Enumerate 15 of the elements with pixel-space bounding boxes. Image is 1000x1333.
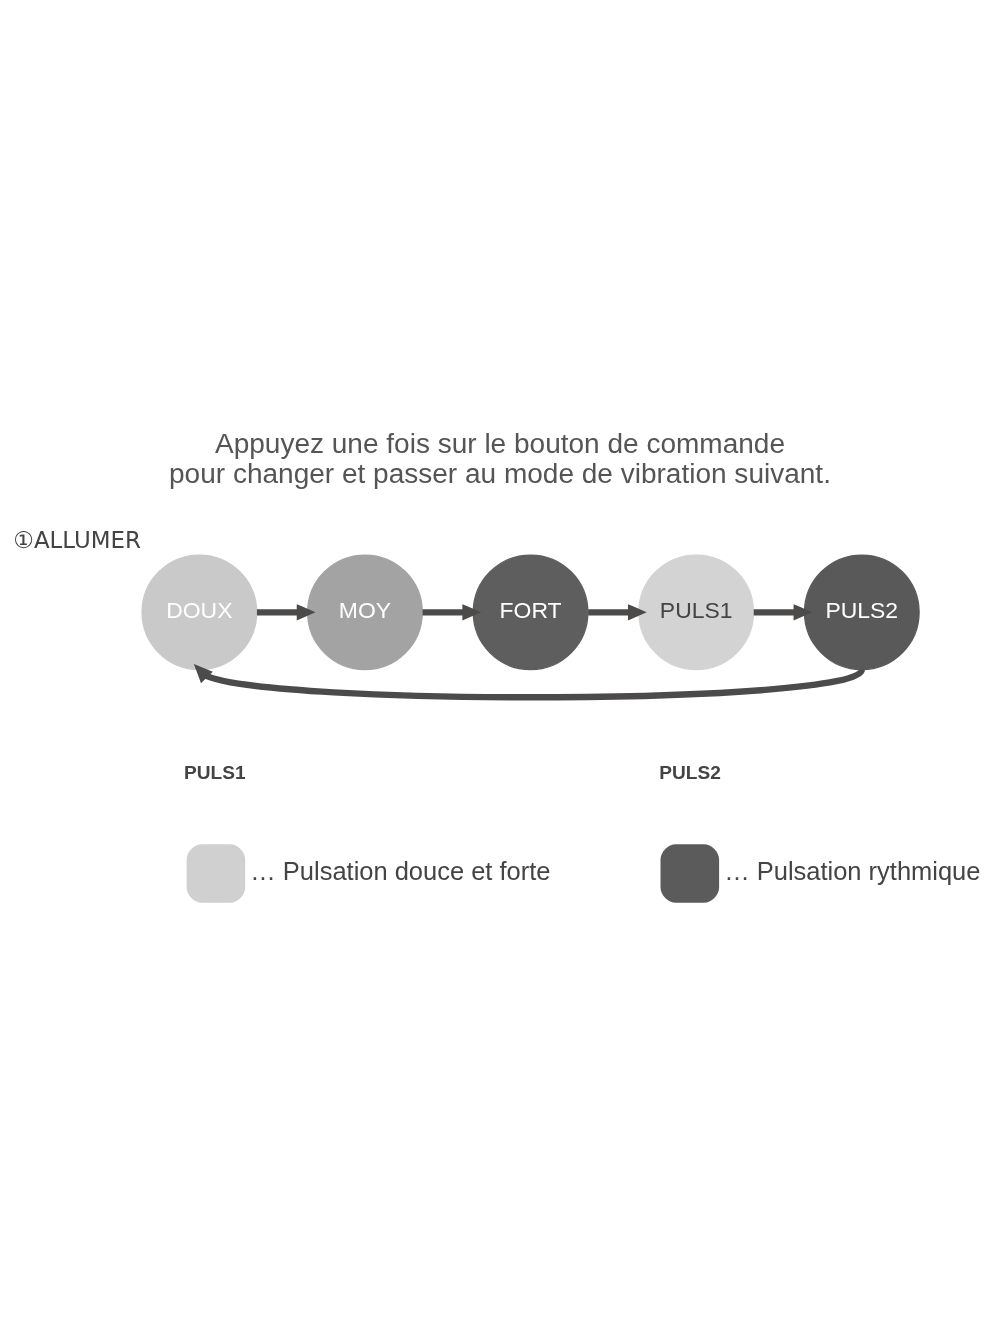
arrow [193, 663, 864, 701]
arrow [753, 604, 813, 621]
node-circle: PULS1 [638, 554, 755, 671]
arrow [422, 604, 482, 621]
node-circle: PULS2 [803, 554, 920, 671]
label: PULS2 [659, 761, 721, 783]
arrow [256, 604, 316, 621]
legend-label: … Pulsation rythmique [724, 856, 981, 885]
legend-label: … Pulsation douce et forte [250, 856, 551, 885]
node-circle: MOY [307, 554, 423, 671]
diagram-title: Appuyez une fois sur le bouton de commande pour changer et passer au mode de vibration suivant. [169, 427, 831, 490]
label: PULS1 [184, 761, 246, 783]
node-circle: FORT [472, 554, 589, 671]
node-label: ①ALLUMER [13, 526, 141, 553]
arrow [588, 604, 647, 621]
